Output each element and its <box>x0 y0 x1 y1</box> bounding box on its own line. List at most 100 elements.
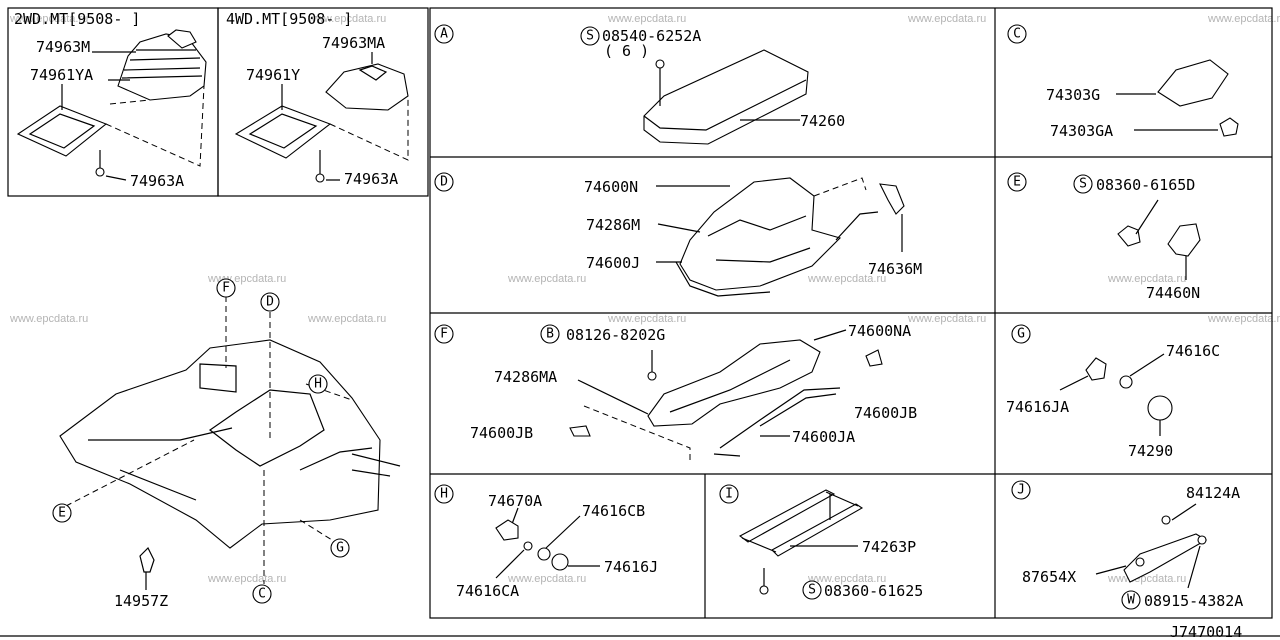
part-label: 14957Z <box>114 592 168 610</box>
panel-i: I 74263P S 08360-61625 <box>719 484 923 600</box>
watermark: www.epcdata.ru <box>1107 273 1186 285</box>
screw-quantity: ( 6 ) <box>604 42 649 60</box>
watermark: www.epcdata.ru <box>607 313 686 325</box>
watermark: www.epcdata.ru <box>9 313 88 325</box>
clip-drawing <box>865 349 883 367</box>
callout-key: E <box>58 506 66 521</box>
panel-e: E S 08360-6165D 74460N <box>1007 172 1201 302</box>
part-label: 74963M <box>36 38 90 56</box>
panel-key-badge <box>1007 24 1027 44</box>
leader-lines <box>319 150 340 181</box>
part-label: 74600JA <box>792 428 855 446</box>
callout-h <box>308 374 328 394</box>
boot-ribs <box>121 49 203 79</box>
part-label: 74303GA <box>1050 122 1113 140</box>
part-label: 87654X <box>1022 568 1076 586</box>
panel-key-badge <box>434 324 454 344</box>
panel-a: A S 08540-6252A ( 6 ) 74260 <box>434 24 845 145</box>
leader-lines <box>657 223 701 233</box>
mat-edge <box>643 79 807 131</box>
panel-key: I <box>725 487 733 502</box>
screw-part-number: 08540-6252A <box>602 27 701 45</box>
boot-opening <box>358 65 388 81</box>
leader-dashed <box>813 177 867 197</box>
overview-floor: F D H E G C 14957Z <box>52 278 401 610</box>
panel-key: D <box>440 175 448 190</box>
panel-key: F <box>440 327 448 342</box>
panel-border <box>217 7 429 197</box>
screw-part-number: 08360-6165D <box>1096 176 1195 194</box>
panel-key: E <box>1013 175 1021 190</box>
shift-knob-top-drawing <box>167 29 197 49</box>
grommet-drawing <box>537 547 551 561</box>
watermark: www.epcdata.ru <box>207 573 286 585</box>
bolt-mark: B <box>546 327 554 342</box>
part-label: 74616JA <box>1006 398 1069 416</box>
screw-drawing <box>315 173 325 183</box>
screw-drawing <box>655 59 665 69</box>
callout-e <box>52 503 72 523</box>
part-label: 74600JB <box>470 424 533 442</box>
insulator-contours <box>669 359 791 413</box>
leader-lines <box>577 379 649 415</box>
screw-mark-badge <box>802 580 822 600</box>
part-label: 74290 <box>1128 442 1173 460</box>
leader-lines <box>1171 503 1197 521</box>
leader-lines <box>1129 353 1165 377</box>
leader-lines <box>813 329 847 341</box>
callout-key: G <box>336 541 344 556</box>
washer-drawing <box>1197 535 1207 545</box>
bracket-cross <box>741 491 859 553</box>
leader-lines <box>1187 545 1201 589</box>
part-label: 74961Y <box>246 66 300 84</box>
panel-key-badge <box>434 172 454 192</box>
leader-lines <box>1135 199 1159 235</box>
bolt-mark-badge <box>540 324 560 344</box>
callout-c <box>252 584 272 604</box>
shift-boot-drawing <box>325 63 409 111</box>
tunnel-outline <box>208 389 325 467</box>
floor-edge <box>351 453 401 477</box>
bracket-rail-drawing <box>738 489 836 543</box>
part-label: 74600N <box>584 178 638 196</box>
part-label: 74616CA <box>456 582 519 600</box>
watermark: www.epcdata.ru <box>607 13 686 25</box>
panel-key: J <box>1017 483 1025 498</box>
leader-lines <box>495 549 525 579</box>
leader-dashed <box>105 85 205 167</box>
part-label: 74670A <box>488 492 542 510</box>
panel-key-badge <box>434 24 454 44</box>
part-label: 74460N <box>1146 284 1200 302</box>
watermark: www.epcdata.ru <box>507 573 586 585</box>
diagram-id: J7470014 <box>1170 623 1242 640</box>
part-label: 74260 <box>800 112 845 130</box>
leader-lines <box>1095 565 1127 575</box>
floor-panel-drawing <box>59 339 381 549</box>
strap-drawing <box>835 211 879 241</box>
panel-key: C <box>1013 27 1021 42</box>
callout-key: F <box>222 281 230 296</box>
panel-key: A <box>440 27 448 42</box>
screw-mark: S <box>586 29 594 44</box>
callout-g <box>330 538 350 558</box>
screw-drawing <box>759 585 769 595</box>
boot-plate-drawing <box>16 105 108 157</box>
grid-frame <box>429 7 1273 619</box>
panel-title: 4WD.MT[9508- ] <box>226 10 352 28</box>
screw-drawing <box>1117 225 1141 247</box>
leader-dashed <box>583 405 691 462</box>
bracket-drawing <box>879 183 905 215</box>
watermark: www.epcdata.ru <box>507 273 586 285</box>
panel-g: G 74616JA 74616C 74290 <box>1006 324 1220 460</box>
watermark: www.epcdata.ru <box>807 273 886 285</box>
panel-c: C 74303G 74303GA <box>1007 24 1239 140</box>
grommet-drawing <box>1147 395 1173 421</box>
watermark: www.epcdata.ru <box>9 13 88 25</box>
screw-mark: S <box>808 583 816 598</box>
plate-inner <box>248 113 318 149</box>
leader-lines <box>61 51 136 110</box>
floor-opening <box>199 363 237 393</box>
screw-part-number: 08360-61625 <box>824 582 923 600</box>
part-label: 74961YA <box>30 66 93 84</box>
